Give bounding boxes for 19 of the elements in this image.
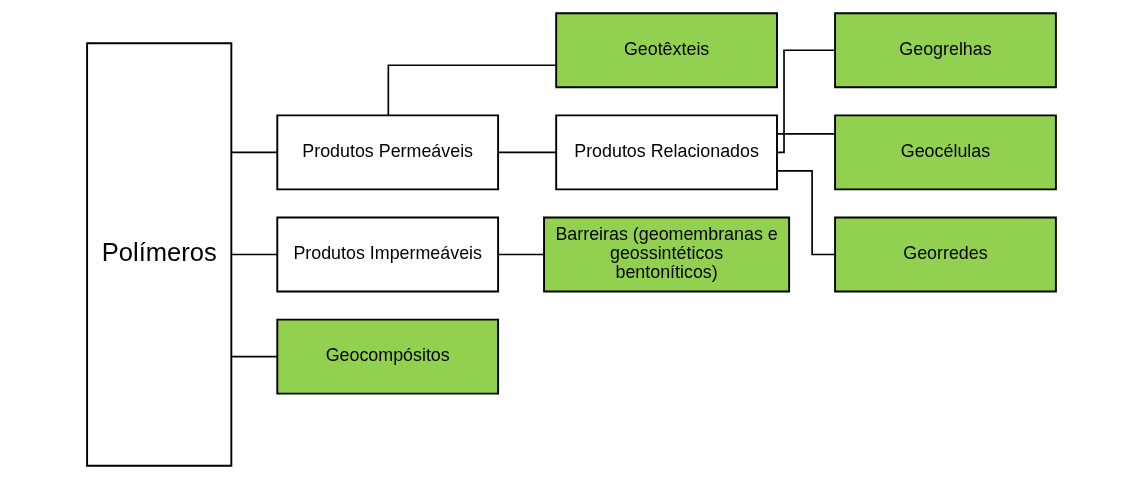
node-box: Geotêxteis	[554, 12, 778, 89]
connector	[230, 355, 278, 358]
connector	[497, 253, 545, 256]
node-box: Barreiras (geomembranas e geossintéticos bentoníticos)	[542, 216, 790, 293]
connector	[230, 151, 278, 154]
connector	[775, 49, 835, 154]
connector	[387, 64, 557, 116]
node-box: Produtos Impermeáveis	[275, 216, 499, 293]
connector	[775, 133, 836, 135]
connector	[230, 253, 278, 256]
node-box: Polímeros	[85, 42, 232, 467]
node-box: Produtos Relacionados	[554, 114, 778, 191]
node-box: Geocompósitos	[275, 318, 499, 395]
connector	[775, 170, 836, 256]
node-box: Geogrelhas	[833, 12, 1057, 89]
node-box: Geocélulas	[833, 114, 1057, 191]
node-box: Georredes	[833, 216, 1057, 293]
connector	[497, 151, 557, 154]
node-box: Produtos Permeáveis	[275, 114, 499, 191]
